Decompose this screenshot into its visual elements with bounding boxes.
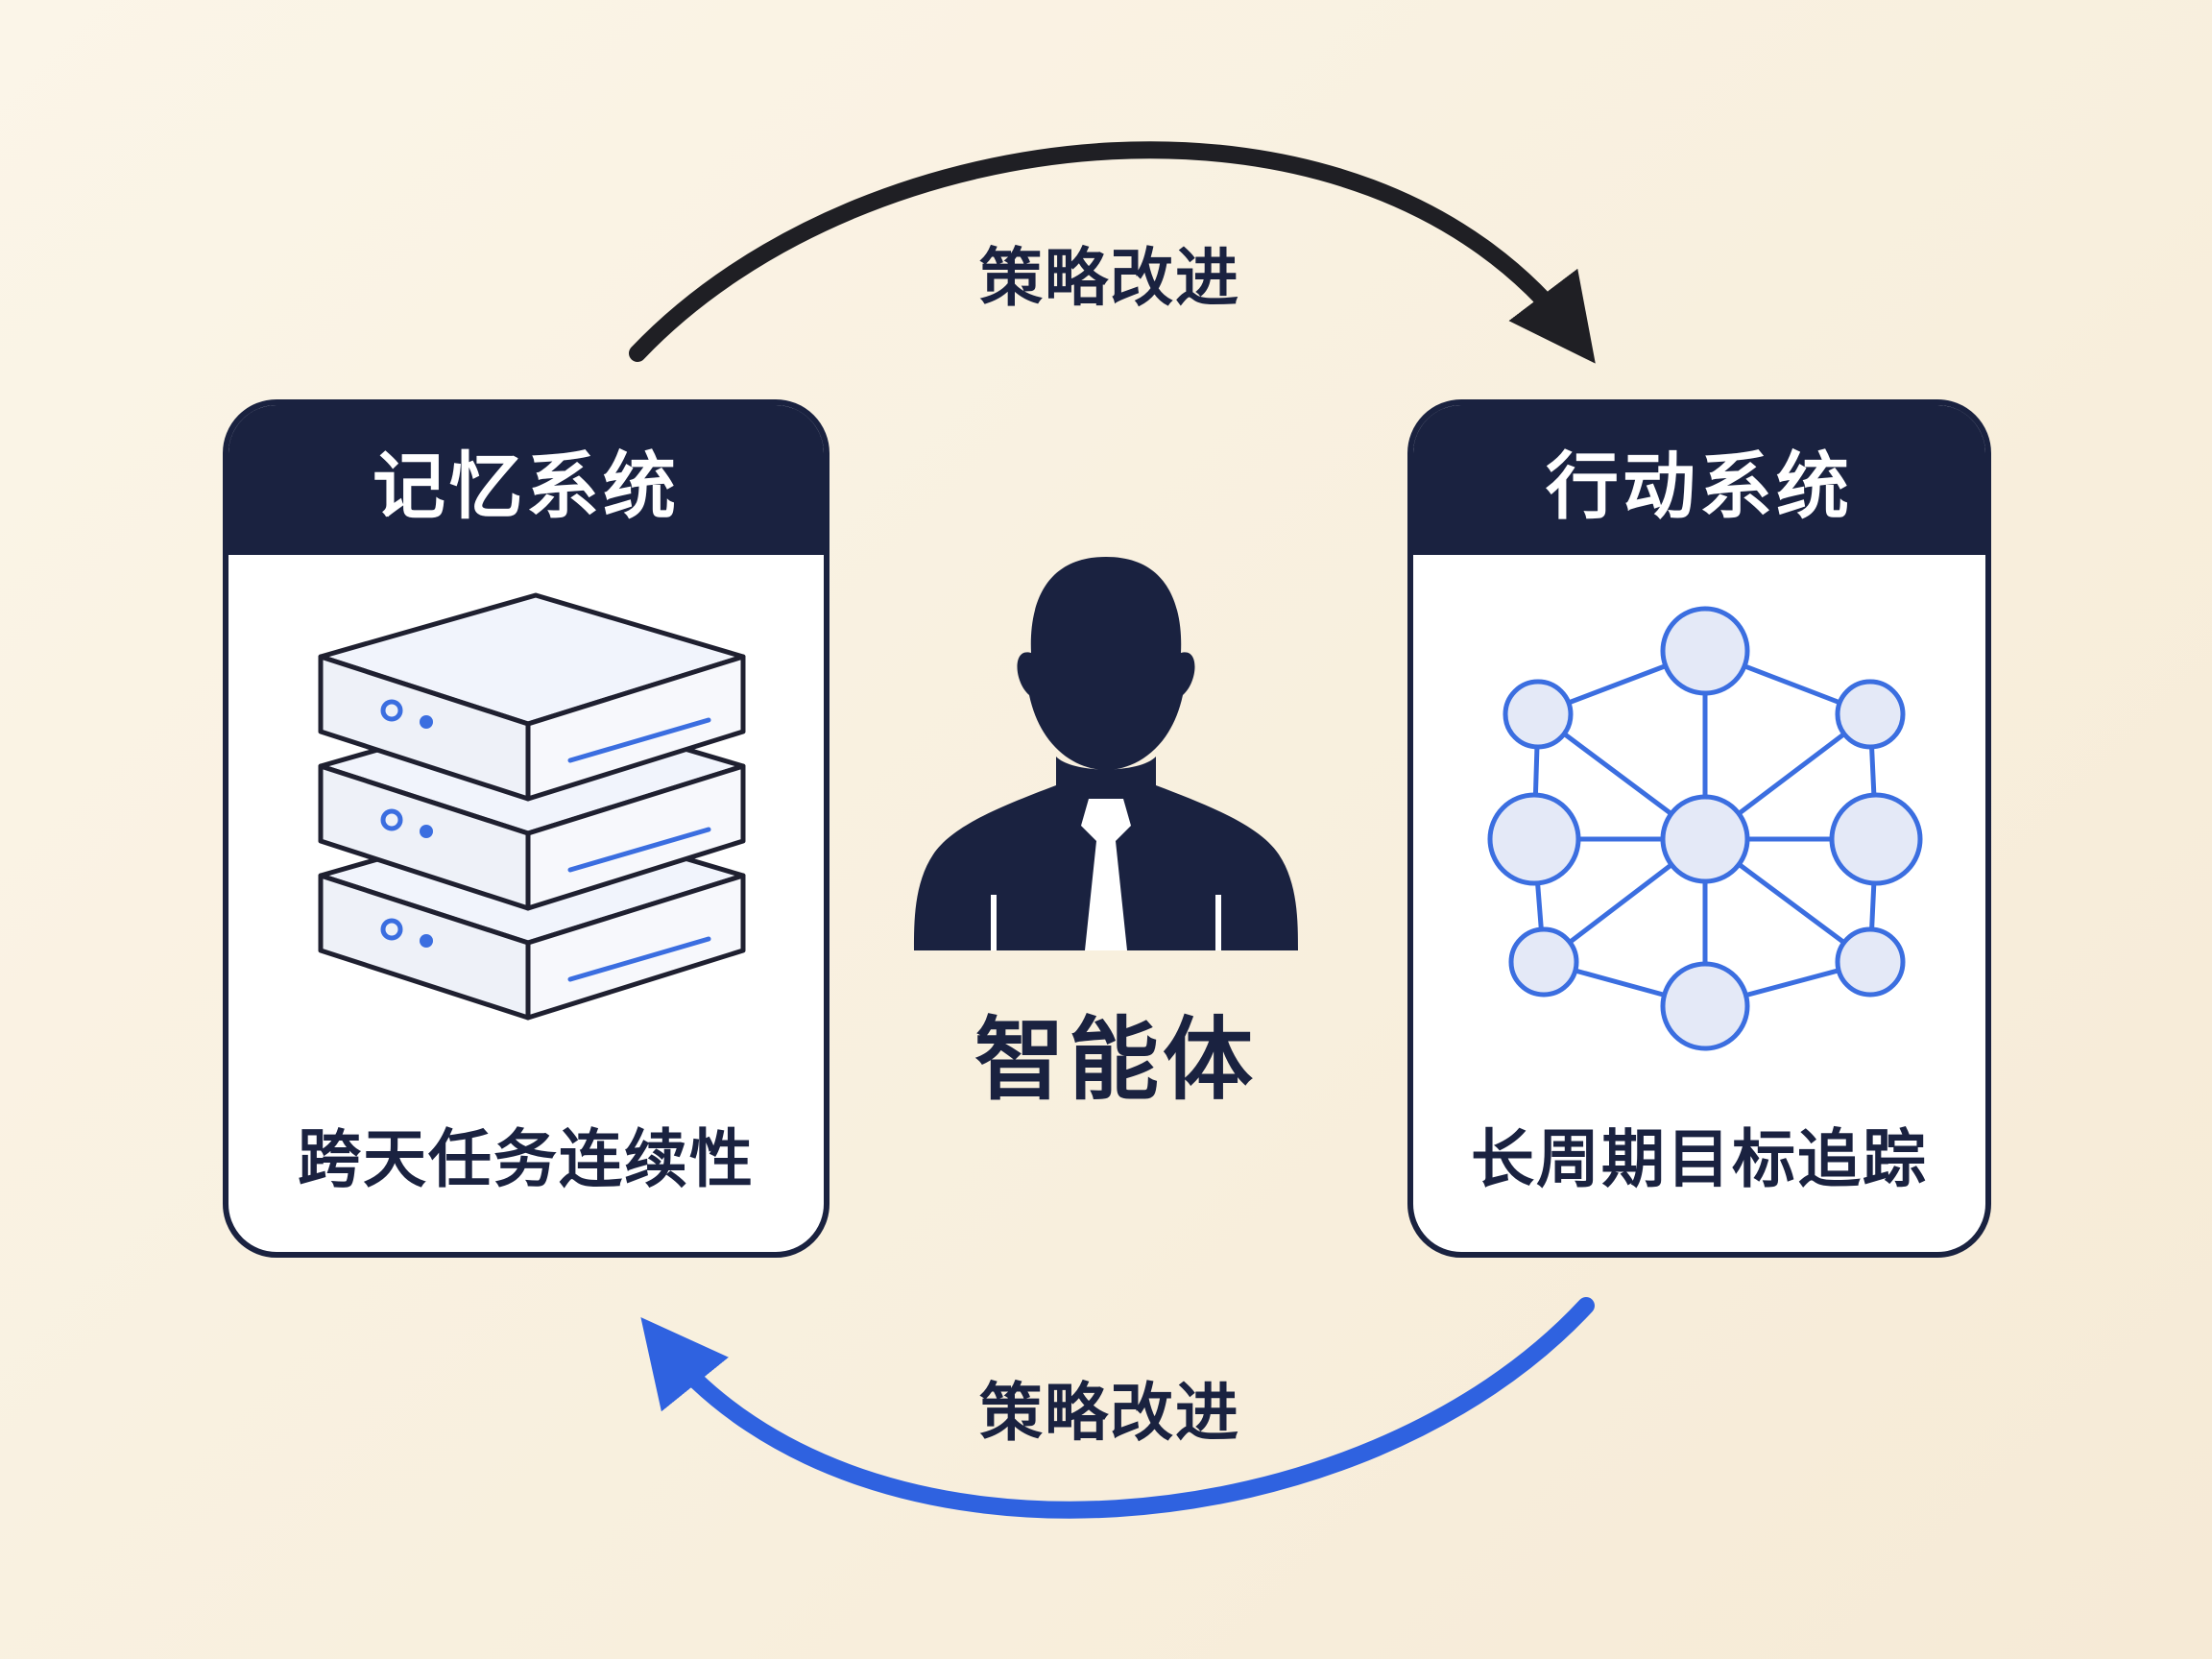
bottom-arrow	[640, 1297, 1595, 1519]
action-system-panel: 行动系统	[1407, 399, 1991, 1258]
bottom-arrow-label: 策略改进	[979, 1376, 1240, 1450]
top-arrow	[629, 141, 1596, 364]
memory-system-panel: 记忆系统	[223, 399, 830, 1258]
action-system-caption: 长周期目标追踪	[1471, 1122, 1928, 1196]
action-system-title: 行动系统	[1413, 405, 1985, 555]
node-network-icon	[1487, 606, 1923, 1051]
memory-system-caption: 跨天任务连续性	[298, 1122, 755, 1196]
top-arrow-label: 策略改进	[979, 241, 1240, 315]
server-stack-icon	[318, 592, 746, 1021]
memory-system-title: 记忆系统	[228, 405, 824, 555]
agent-label: 智能体	[974, 1008, 1257, 1113]
person-silhouette-icon	[914, 557, 1298, 950]
